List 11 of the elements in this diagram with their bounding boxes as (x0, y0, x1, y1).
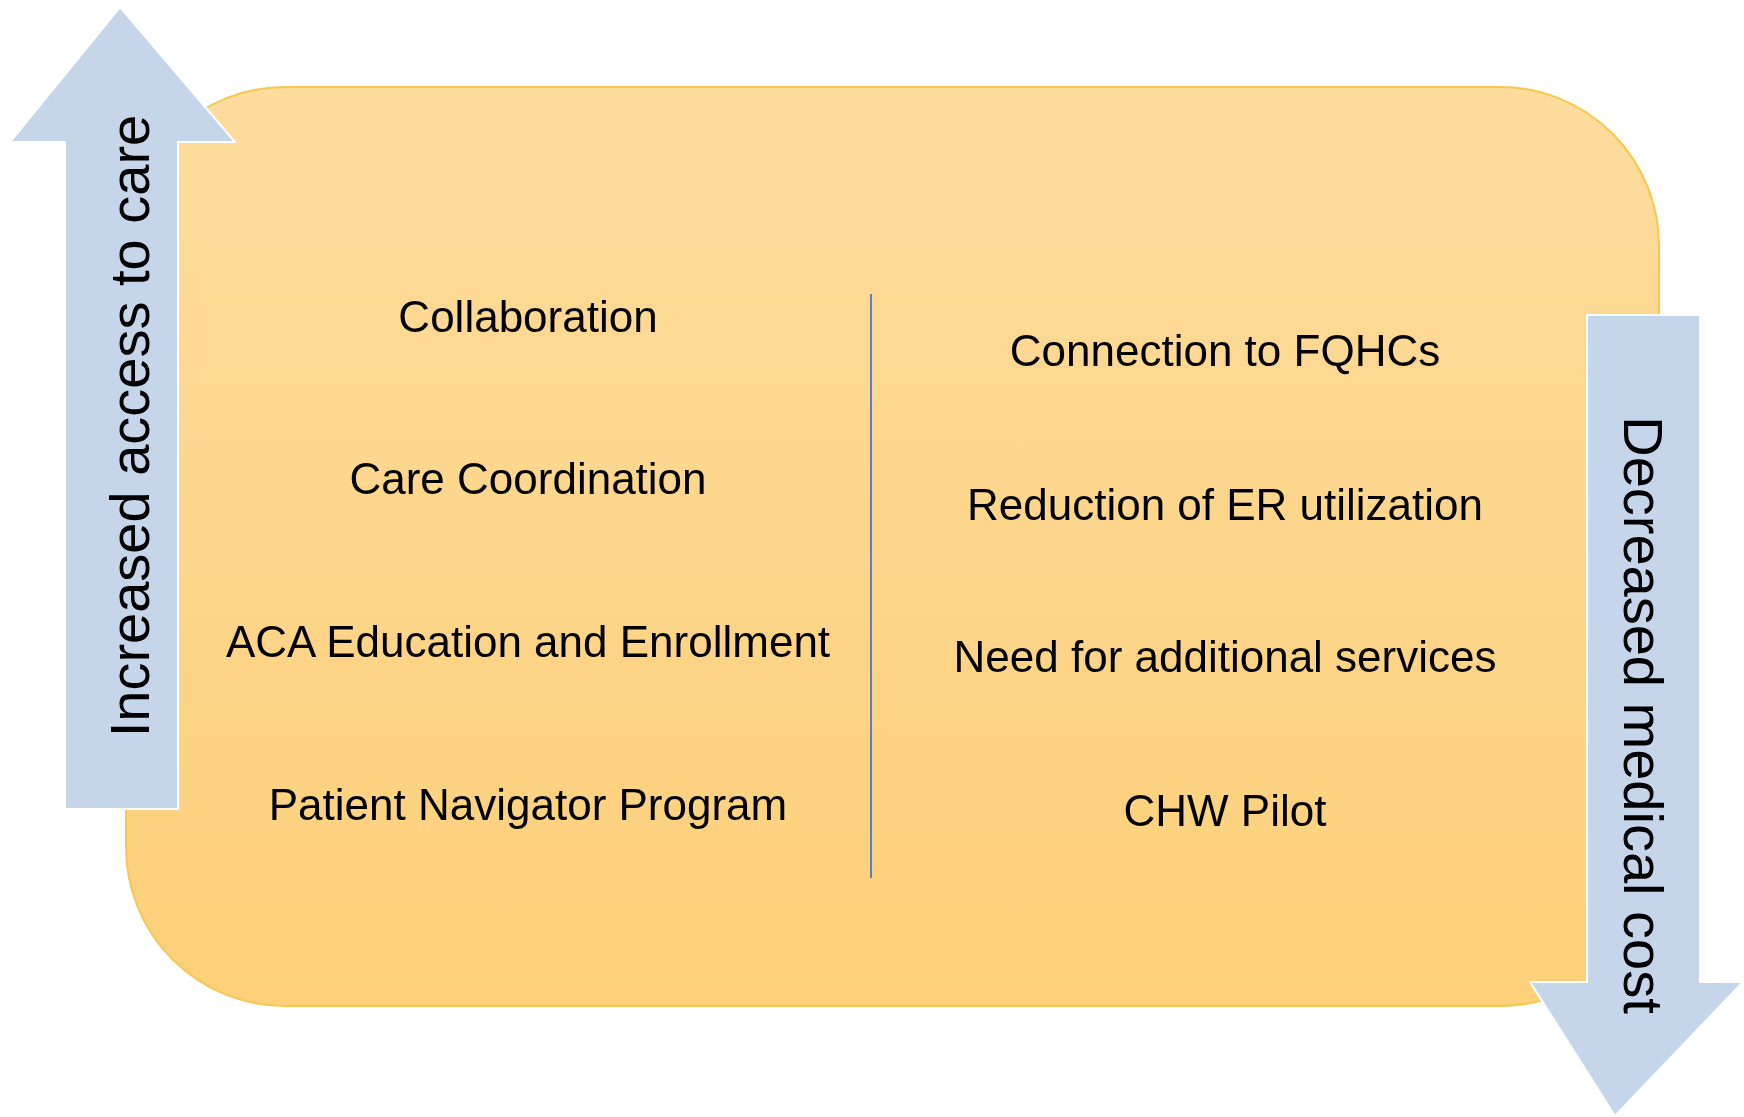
item-text: Reduction of ER utilization (966, 480, 1484, 530)
down-block-arrow (1529, 314, 1744, 1117)
item-text: Collaboration (398, 292, 658, 342)
item-text: ACA Education and Enrollment (225, 617, 831, 667)
item-text: Need for additional services (953, 632, 1497, 682)
item-text: CHW Pilot (1123, 786, 1327, 836)
arrow-label: Increased access to care (96, 114, 162, 738)
item-text: Connection to FQHCs (1009, 326, 1441, 376)
arrow-label: Decreased medical cost (1610, 416, 1676, 1014)
item-text: Patient Navigator Program (268, 780, 788, 830)
item-text: Care Coordination (349, 454, 707, 504)
